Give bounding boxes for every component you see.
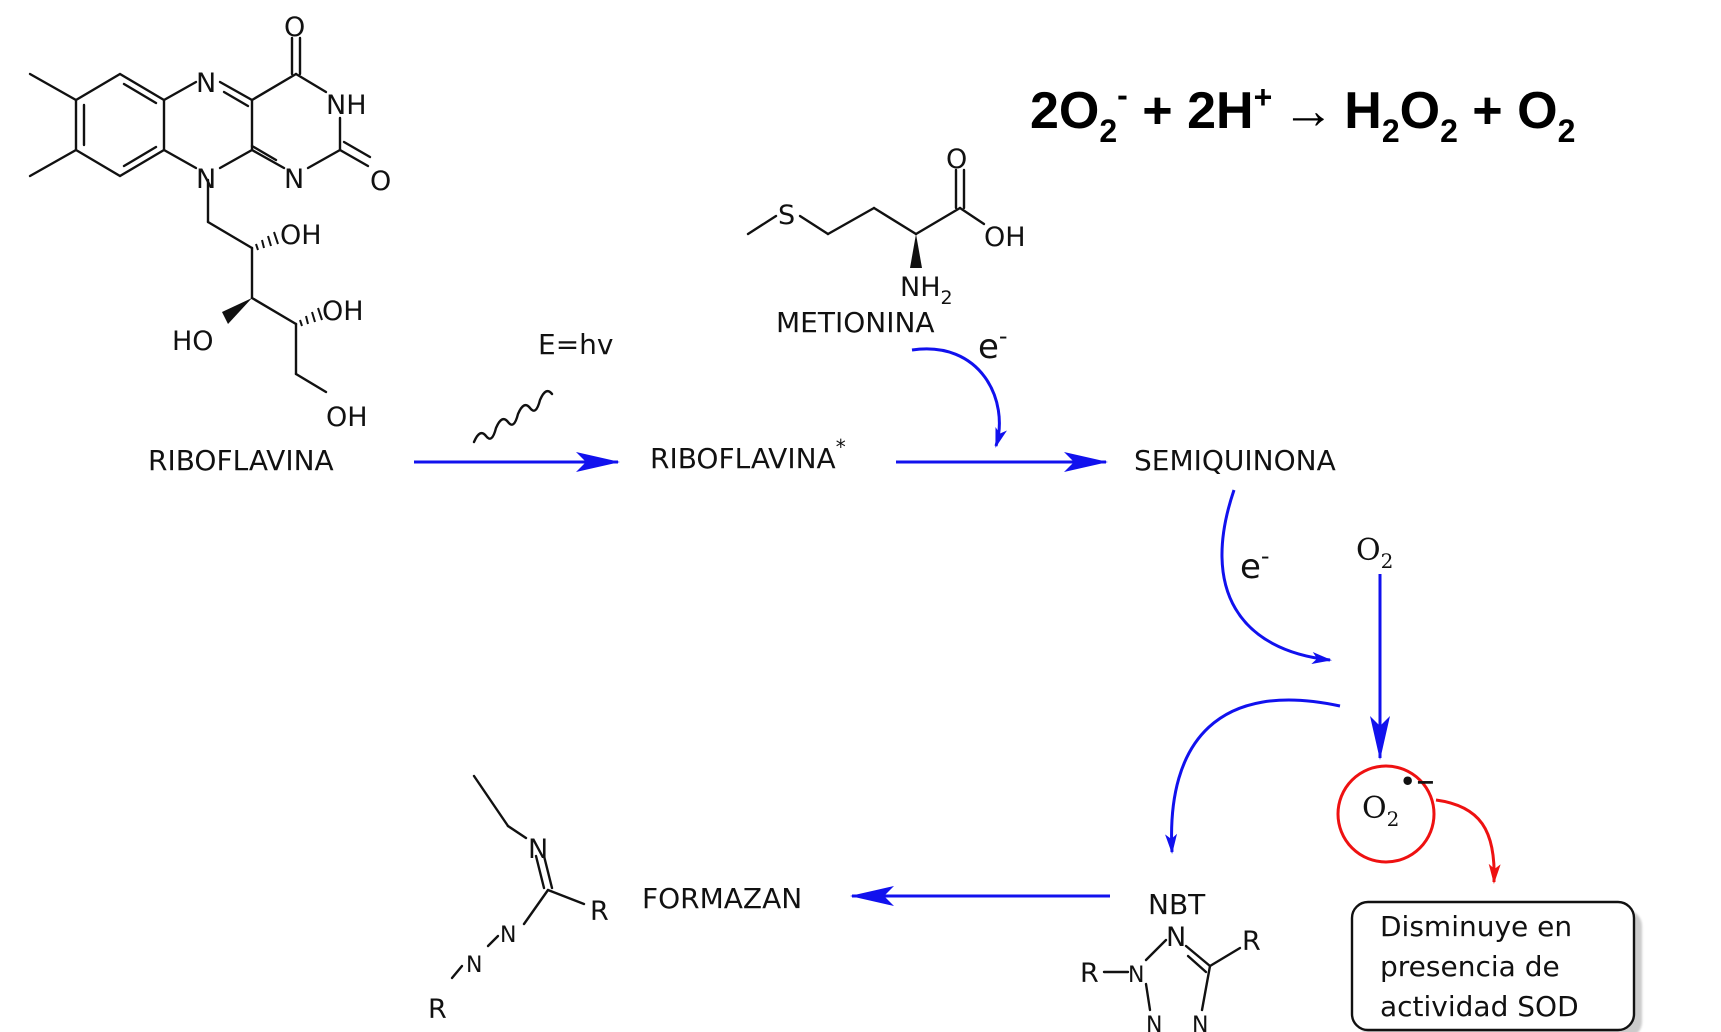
svg-text:O: O (284, 12, 305, 43)
superoxide-circle (1336, 764, 1436, 864)
svg-text:N: N (1146, 1013, 1162, 1032)
svg-text:2O2- + 2H+→H2O2 + O2: 2O2- + 2H+→H2O2 + O2 (1030, 77, 1575, 149)
dismutation-equation: 2O2- + 2H+→H2O2 + O2 (1030, 77, 1575, 149)
svg-text:N: N (284, 164, 304, 195)
svg-text:R: R (428, 994, 447, 1025)
svg-text:N: N (500, 923, 516, 948)
svg-text:R: R (590, 896, 609, 927)
arrow-electron-semiquinona (1220, 489, 1332, 664)
svg-text:N: N (196, 68, 216, 99)
svg-text:N: N (1166, 922, 1186, 953)
svg-text:N: N (1128, 963, 1144, 988)
nbt-label: NBT (1148, 888, 1206, 921)
svg-text:OH: OH (322, 296, 364, 327)
oxygen-label: O2 (1356, 533, 1393, 573)
svg-text:N: N (466, 953, 482, 978)
electron-label-2: e- (1240, 542, 1270, 587)
svg-text:S: S (778, 200, 795, 231)
svg-text:N: N (196, 164, 216, 195)
arrow-electron-metionina (911, 347, 1007, 448)
energy-label: E=hv (538, 328, 613, 361)
semiquinona-label: SEMIQUINONA (1134, 444, 1336, 477)
svg-text:N: N (1192, 1013, 1208, 1032)
radical-mark: •− (1400, 767, 1435, 796)
svg-text:R: R (1242, 926, 1261, 957)
svg-text:N: N (528, 834, 548, 865)
metionina-label: METIONINA (776, 306, 935, 339)
methionine-structure: S O OH NH2 (746, 144, 1026, 309)
svg-text:OH: OH (326, 402, 368, 433)
arrow-superoxide-nbt (1165, 698, 1341, 854)
svg-text:OH: OH (984, 222, 1026, 253)
riboflavin-structure: N NH O O N N OH OH HO OH (28, 12, 391, 433)
svg-text:NH2: NH2 (900, 272, 953, 309)
svg-text:R: R (1080, 958, 1099, 989)
svg-text:O: O (370, 166, 391, 197)
electron-label-1: e- (978, 322, 1008, 367)
arrow-sod (1435, 798, 1501, 884)
svg-text:HO: HO (172, 326, 214, 357)
svg-text:presencia de: presencia de (1380, 950, 1560, 983)
nbt-structure: R N N R N N (1080, 922, 1261, 1032)
svg-text:actividad SOD: actividad SOD (1380, 990, 1579, 1023)
formazan-structure: N R N N R (428, 774, 609, 1025)
svg-text:O: O (946, 144, 967, 175)
svg-text:OH: OH (280, 220, 322, 251)
svg-text:NH: NH (326, 90, 367, 121)
formazan-label: FORMAZAN (642, 882, 802, 915)
superoxide-label: O2 (1362, 791, 1399, 831)
svg-text:Disminuye en: Disminuye en (1380, 910, 1572, 943)
light-wave-icon (472, 389, 554, 444)
riboflavina-label: RIBOFLAVINA (148, 444, 334, 477)
sod-note-box: Disminuye en presencia de actividad SOD (1350, 900, 1636, 1032)
riboflavina-excited-label: RIBOFLAVINA* (650, 435, 846, 475)
